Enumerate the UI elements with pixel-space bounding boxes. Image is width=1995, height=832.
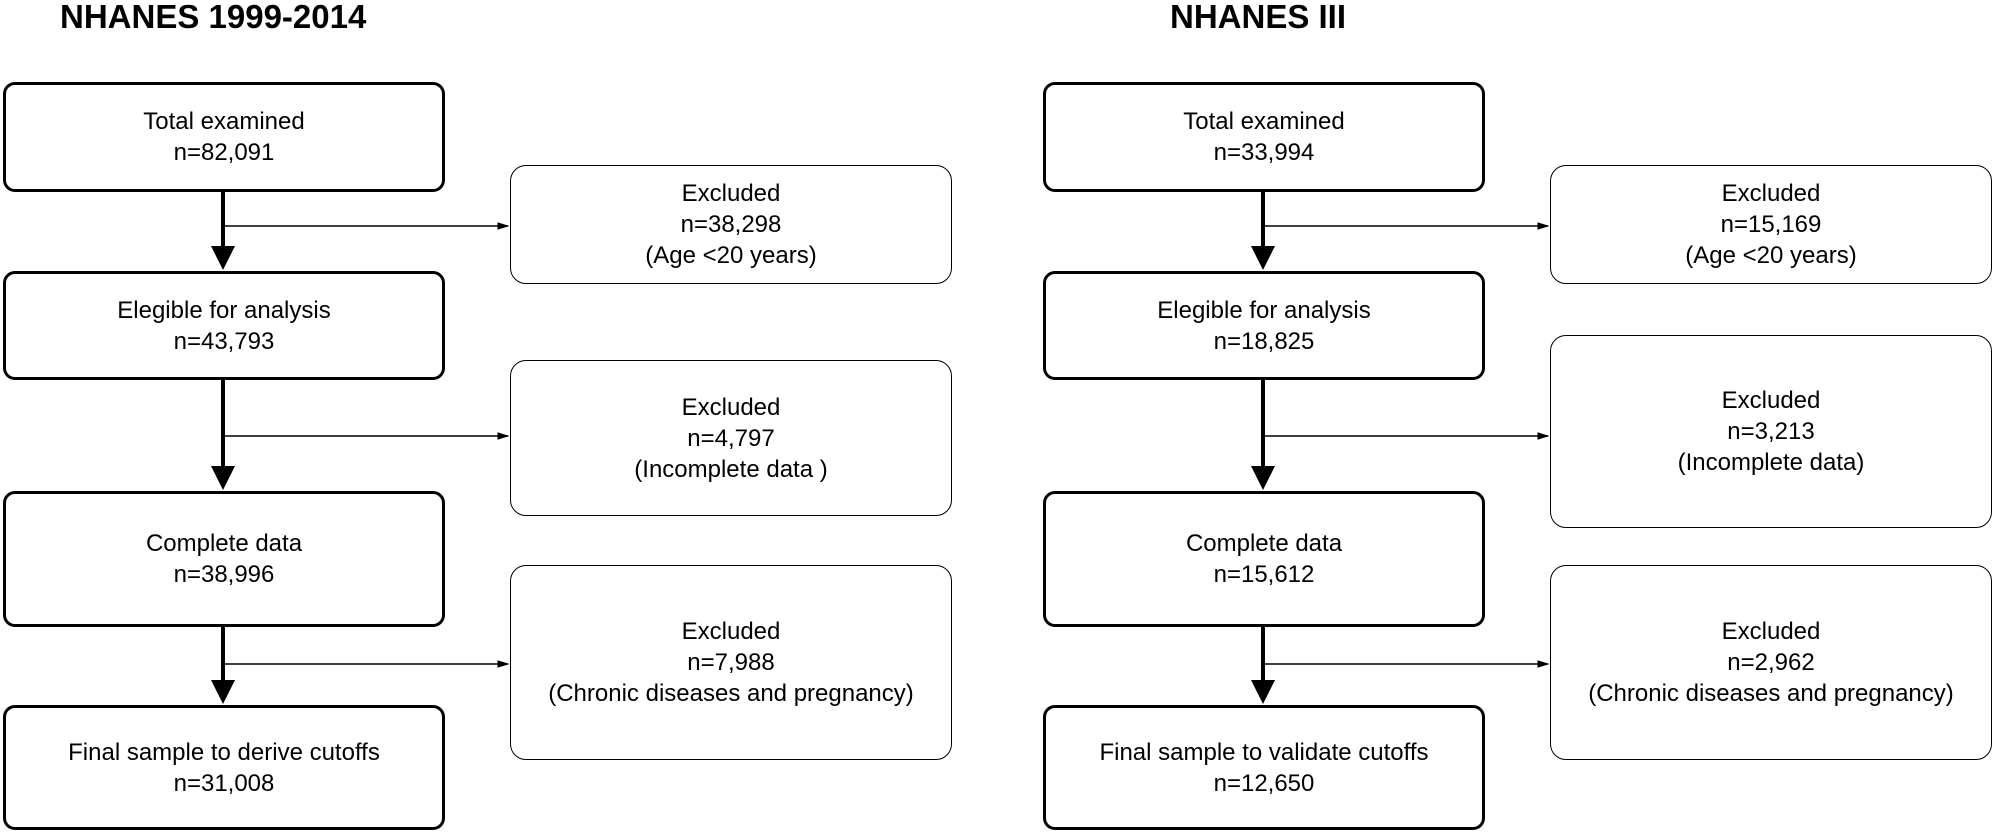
flowchart-nhanes-iii: NHANES III Total examined n=33,994 Elegi… bbox=[1040, 0, 1995, 832]
step-count: n=31,008 bbox=[173, 769, 275, 797]
step-eligible: Elegible for analysis n=43,793 bbox=[3, 271, 445, 380]
flowchart-nhanes-1999-2014: NHANES 1999-2014 Total examined n=82,091… bbox=[3, 0, 952, 830]
step-count: n=12,650 bbox=[1213, 769, 1315, 797]
step-count: n=33,994 bbox=[1213, 139, 1315, 166]
step-count: n=38,996 bbox=[173, 561, 275, 588]
exclusion-label: Excluded bbox=[681, 393, 781, 421]
step-total-examined: Total examined n=82,091 bbox=[3, 82, 445, 192]
exclusion-reason: (Chronic diseases and pregnancy) bbox=[1588, 680, 1954, 707]
panel-title: NHANES 1999-2014 bbox=[60, 0, 367, 35]
exclusion-box-age: Excluded n=38,298 (Age <20 years) bbox=[510, 165, 952, 284]
exclusion-label: Excluded bbox=[1721, 180, 1821, 207]
step-count: n=82,091 bbox=[173, 139, 275, 166]
step-label: Final sample to validate cutoffs bbox=[1099, 738, 1429, 766]
step-count: n=15,612 bbox=[1213, 561, 1315, 588]
exclusion-box-chronic: Excluded n=7,988 (Chronic diseases and p… bbox=[510, 565, 952, 760]
exclusion-count: n=4,797 bbox=[687, 424, 775, 452]
flow-connectors bbox=[1251, 192, 1550, 704]
exclusion-reason: (Age <20 years) bbox=[645, 242, 817, 269]
exclusion-label: Excluded bbox=[681, 618, 781, 645]
step-complete-data: Complete data n=38,996 bbox=[3, 491, 445, 627]
flow-connectors bbox=[211, 192, 510, 704]
step-total-examined: Total examined n=33,994 bbox=[1043, 82, 1485, 192]
exclusion-count: n=2,962 bbox=[1727, 649, 1815, 676]
step-count: n=18,825 bbox=[1213, 327, 1315, 355]
exclusion-count: n=38,298 bbox=[680, 211, 782, 238]
exclusion-box-chronic: Excluded n=2,962 (Chronic diseases and p… bbox=[1550, 565, 1992, 760]
step-count: n=43,793 bbox=[173, 327, 275, 355]
exclusion-reason: (Incomplete data) bbox=[1677, 449, 1865, 476]
exclusion-label: Excluded bbox=[1721, 387, 1821, 414]
step-final-sample: Final sample to validate cutoffs n=12,65… bbox=[1043, 705, 1485, 830]
step-eligible: Elegible for analysis n=18,825 bbox=[1043, 271, 1485, 380]
step-label: Total examined bbox=[143, 108, 305, 135]
exclusion-label: Excluded bbox=[1721, 618, 1821, 645]
exclusion-count: n=3,213 bbox=[1727, 418, 1815, 445]
exclusion-reason: (Age <20 years) bbox=[1685, 242, 1857, 269]
exclusion-box-incomplete: Excluded n=3,213 (Incomplete data) bbox=[1550, 335, 1992, 528]
exclusion-box-age: Excluded n=15,169 (Age <20 years) bbox=[1550, 165, 1992, 284]
panel-title: NHANES III bbox=[1170, 0, 1347, 35]
step-label: Final sample to derive cutoffs bbox=[68, 738, 380, 766]
exclusion-count: n=15,169 bbox=[1720, 211, 1822, 238]
exclusion-box-incomplete: Excluded n=4,797 (Incomplete data ) bbox=[510, 360, 952, 516]
step-label: Elegible for analysis bbox=[1157, 296, 1371, 324]
step-final-sample: Final sample to derive cutoffs n=31,008 bbox=[3, 705, 445, 830]
step-label: Complete data bbox=[145, 530, 303, 557]
exclusion-count: n=7,988 bbox=[687, 649, 775, 676]
step-label: Elegible for analysis bbox=[117, 296, 331, 324]
step-label: Total examined bbox=[1183, 108, 1345, 135]
step-complete-data: Complete data n=15,612 bbox=[1043, 491, 1485, 627]
exclusion-reason: (Incomplete data ) bbox=[634, 455, 828, 483]
step-label: Complete data bbox=[1185, 530, 1343, 557]
exclusion-label: Excluded bbox=[681, 180, 781, 207]
exclusion-reason: (Chronic diseases and pregnancy) bbox=[548, 680, 914, 707]
